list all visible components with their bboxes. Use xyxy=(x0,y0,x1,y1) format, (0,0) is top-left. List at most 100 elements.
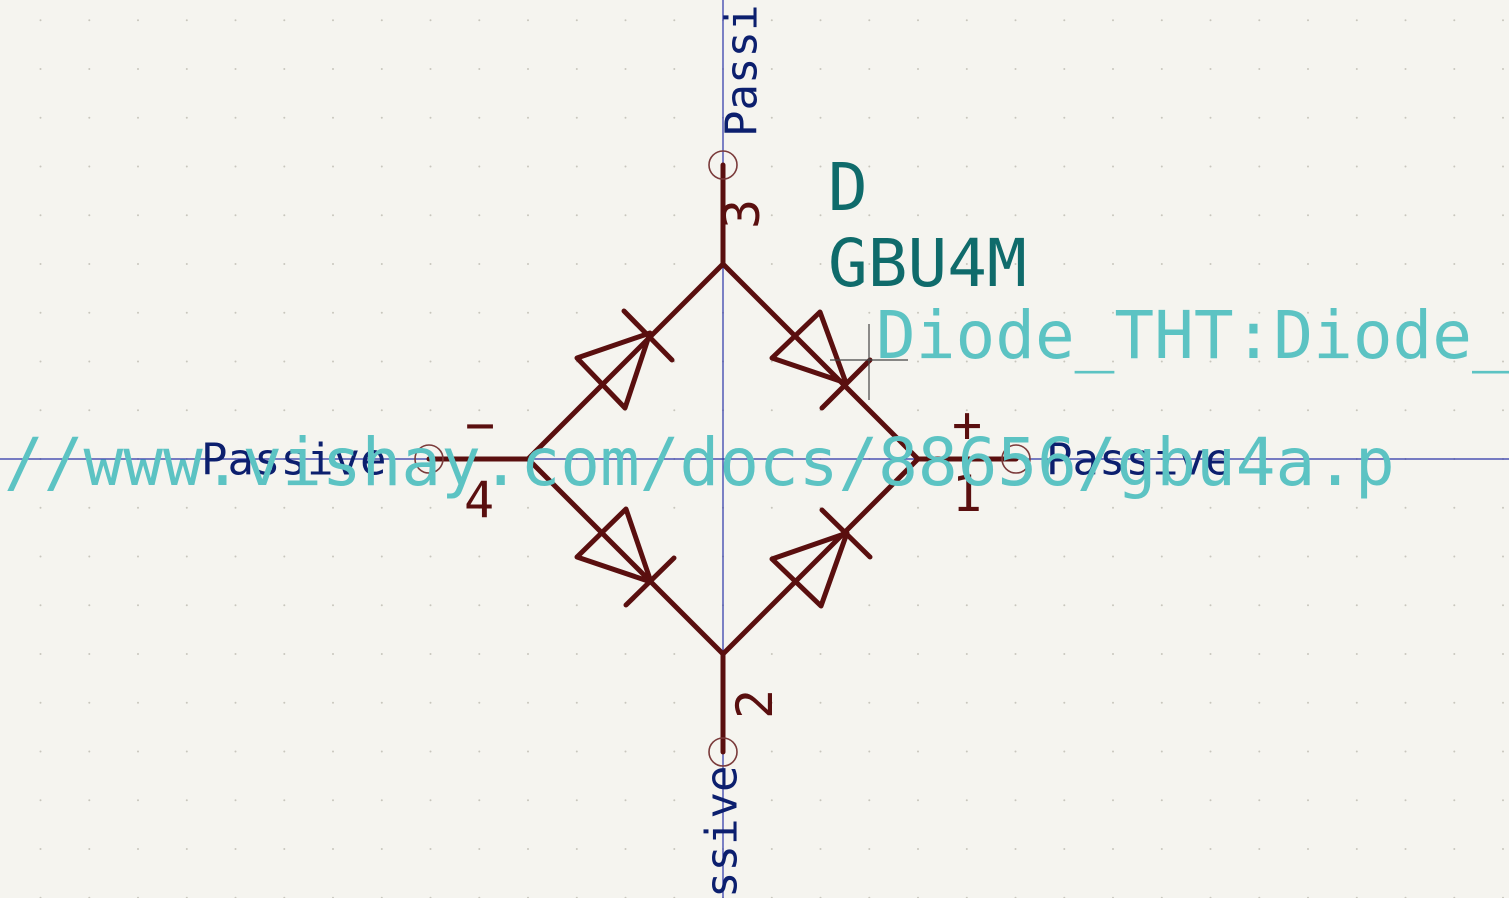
grid-dot xyxy=(819,701,822,704)
grid-dot xyxy=(1160,19,1163,22)
grid-dot xyxy=(1112,214,1114,217)
grid-dot xyxy=(137,311,139,314)
grid-dot xyxy=(575,799,578,802)
grid-dot xyxy=(234,506,237,509)
grid-dot xyxy=(673,116,676,119)
grid-dot xyxy=(868,165,871,168)
grid-dot xyxy=(185,701,188,704)
grid-dot xyxy=(1258,19,1261,22)
grid-dot xyxy=(1307,848,1309,850)
grid-dot xyxy=(380,409,383,412)
grid-dot xyxy=(527,263,529,265)
grid-dot xyxy=(917,506,919,509)
pin-4[interactable] xyxy=(414,444,531,474)
value-field[interactable]: GBU4M xyxy=(828,225,1027,302)
grid-dot xyxy=(1258,360,1261,363)
grid-dot xyxy=(1453,750,1456,753)
grid-dot xyxy=(673,506,676,509)
grid-dot xyxy=(332,263,334,265)
grid-dot xyxy=(1355,214,1358,217)
grid-dot xyxy=(1112,165,1114,168)
grid-dot xyxy=(819,214,822,217)
grid-dot xyxy=(39,360,42,363)
grid-dot xyxy=(770,506,773,509)
grid-dot xyxy=(1453,653,1456,655)
reference-field[interactable]: D xyxy=(828,149,868,226)
grid-dot xyxy=(137,214,139,217)
grid-dot xyxy=(39,263,42,265)
grid-dot xyxy=(380,263,383,265)
grid-dot xyxy=(39,750,42,753)
grid-dot xyxy=(478,506,481,509)
grid-dot xyxy=(1502,506,1504,509)
pin-1[interactable] xyxy=(915,444,1031,474)
grid-dot xyxy=(185,116,188,119)
grid-dot xyxy=(1502,653,1504,655)
grid-dot xyxy=(380,116,383,119)
grid-dot xyxy=(1453,165,1456,168)
grid-dot xyxy=(1014,214,1017,217)
grid-dot xyxy=(429,653,432,655)
grid-dot xyxy=(624,263,627,265)
grid-dot xyxy=(673,653,676,655)
grid-dot xyxy=(1063,555,1066,558)
grid-dot xyxy=(39,653,42,655)
grid-dot xyxy=(1112,409,1114,412)
grid-dot xyxy=(185,214,188,217)
grid-dot xyxy=(283,604,286,607)
grid-dot xyxy=(965,311,968,314)
grid-dot xyxy=(965,848,968,850)
grid-dot xyxy=(917,165,919,168)
grid-dot xyxy=(1355,555,1358,558)
grid-dot xyxy=(1209,360,1212,363)
grid-dot xyxy=(1063,848,1066,850)
grid-dot xyxy=(1502,165,1504,168)
grid-dot xyxy=(1355,19,1358,22)
grid-dot xyxy=(234,653,237,655)
grid-dot xyxy=(1453,360,1456,363)
grid-dot xyxy=(770,19,773,22)
grid-dot xyxy=(1502,214,1504,217)
grid-dot xyxy=(1063,214,1066,217)
diode-top-right xyxy=(769,309,873,411)
grid-dot xyxy=(1404,750,1407,753)
footprint-field[interactable]: Diode_THT:Diode_ xyxy=(876,297,1509,374)
grid-dot xyxy=(527,409,529,412)
grid-dot xyxy=(380,848,383,850)
grid-dot xyxy=(819,799,822,802)
grid-dot xyxy=(429,116,432,119)
grid-dot xyxy=(624,653,627,655)
grid-dot xyxy=(137,555,139,558)
grid-dot xyxy=(39,311,42,314)
grid-dot xyxy=(1502,555,1504,558)
grid-dot xyxy=(770,360,773,363)
pin-2-number: 2 xyxy=(726,689,784,719)
grid-dot xyxy=(1063,165,1066,168)
grid-dot xyxy=(234,750,237,753)
grid-dot xyxy=(39,848,42,850)
datasheet-field[interactable]: //www.vishay.com/docs/88656/gbu4a.p xyxy=(4,424,1395,501)
pin-2[interactable] xyxy=(708,651,738,767)
grid-dot xyxy=(137,653,139,655)
grid-dot xyxy=(1063,653,1066,655)
grid-dot xyxy=(332,409,334,412)
grid-dot xyxy=(234,19,237,22)
grid-dot xyxy=(575,165,578,168)
grid-dot xyxy=(332,555,334,558)
grid-dot xyxy=(429,214,432,217)
grid-dot xyxy=(380,165,383,168)
grid-dot xyxy=(1404,701,1407,704)
grid-dot xyxy=(1160,263,1163,265)
grid-dot xyxy=(1014,311,1017,314)
grid-dot xyxy=(1404,506,1407,509)
grid-dot xyxy=(1063,409,1066,412)
grid-dot xyxy=(234,799,237,802)
grid-dot xyxy=(429,506,432,509)
grid-dot xyxy=(1502,848,1504,850)
grid-dot xyxy=(234,555,237,558)
grid-dot xyxy=(234,165,237,168)
grid-dot xyxy=(770,116,773,119)
grid-dot xyxy=(1160,409,1163,412)
pin-3[interactable] xyxy=(708,150,738,267)
